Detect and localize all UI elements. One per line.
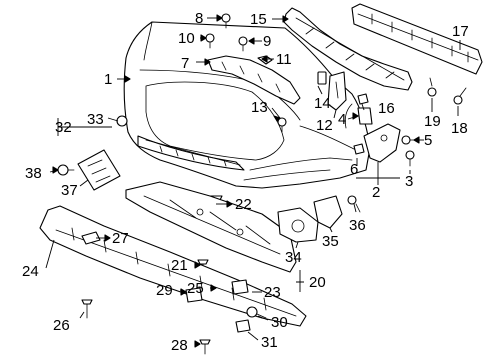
- bracket-4: [357, 107, 373, 125]
- screw-36: [347, 195, 361, 213]
- callout-34: 34: [285, 249, 302, 266]
- callout-7: 7: [181, 55, 189, 72]
- callout-31: 31: [261, 334, 278, 351]
- callout-37: 37: [61, 182, 78, 199]
- screw-9: [238, 36, 248, 52]
- callout-2: 2: [372, 184, 380, 201]
- callout-16: 16: [378, 100, 395, 117]
- callout-8: 8: [195, 10, 203, 27]
- emblem-ring: [116, 115, 128, 127]
- callout-25: 25: [187, 280, 204, 297]
- bumper-cover: [123, 21, 371, 189]
- callout-20: 20: [309, 274, 326, 291]
- screw-19: [427, 77, 437, 97]
- callout-35: 35: [322, 233, 339, 250]
- callout-11: 11: [276, 51, 292, 68]
- screw-3: [405, 150, 415, 167]
- screw-28: [199, 339, 211, 355]
- callout-33: 33: [87, 111, 104, 128]
- callout-21: 21: [171, 257, 188, 274]
- upper-center-bracket: [207, 55, 301, 105]
- callout-9: 9: [263, 33, 271, 50]
- license-bracket: [77, 149, 121, 191]
- clip-29: [185, 287, 203, 303]
- lower-grille: [137, 135, 245, 171]
- callout-29: 29: [156, 282, 173, 299]
- bolt-18: [453, 87, 467, 105]
- side-bracket-12: [327, 71, 347, 111]
- callout-17: 17: [452, 23, 469, 40]
- callout-3: 3: [405, 173, 413, 190]
- side-bracket-2: [363, 123, 401, 163]
- callout-14: 14: [314, 95, 331, 112]
- fog-lamp-34: [277, 207, 319, 243]
- screw-5: [401, 135, 417, 145]
- reinforcement-beam: [351, 3, 483, 75]
- bracket-27: [81, 231, 101, 245]
- callout-19: 19: [424, 113, 441, 130]
- screw-38: [57, 164, 75, 176]
- callout-1: 1: [104, 71, 112, 88]
- arrow-markers: [52, 14, 420, 348]
- callout-27: 27: [112, 230, 129, 247]
- callout-32: 32: [55, 119, 72, 136]
- callout-10: 10: [178, 30, 195, 47]
- callout-38: 38: [25, 165, 42, 182]
- nut-16: [357, 93, 369, 105]
- callout-18: 18: [451, 120, 468, 137]
- pin-30: [246, 306, 267, 319]
- screw-26: [81, 299, 93, 319]
- callout-15: 15: [250, 11, 267, 28]
- callout-30: 30: [271, 314, 288, 331]
- clip-23: [231, 279, 249, 295]
- clip-14: [317, 71, 327, 85]
- clip-6: [353, 143, 365, 155]
- callout-24: 24: [22, 263, 39, 280]
- callout-28: 28: [171, 337, 188, 354]
- screw-13: [277, 117, 287, 133]
- callout-23: 23: [264, 284, 281, 301]
- energy-absorber: [283, 7, 413, 91]
- callout-36: 36: [349, 217, 366, 234]
- callout-26: 26: [53, 317, 70, 334]
- clip-31: [235, 319, 251, 333]
- callout-13: 13: [251, 99, 268, 116]
- callout-6: 6: [350, 161, 358, 178]
- callout-4: 4: [338, 111, 346, 128]
- bracket-35: [313, 195, 343, 229]
- callout-12: 12: [316, 117, 333, 134]
- callout-labels: 1 2 3 4 5 6 7 8 9 10 11 12 13 14 15 16 1…: [22, 10, 469, 354]
- callout-5: 5: [424, 132, 432, 149]
- callout-22: 22: [235, 196, 252, 213]
- lower-shield: [125, 181, 297, 273]
